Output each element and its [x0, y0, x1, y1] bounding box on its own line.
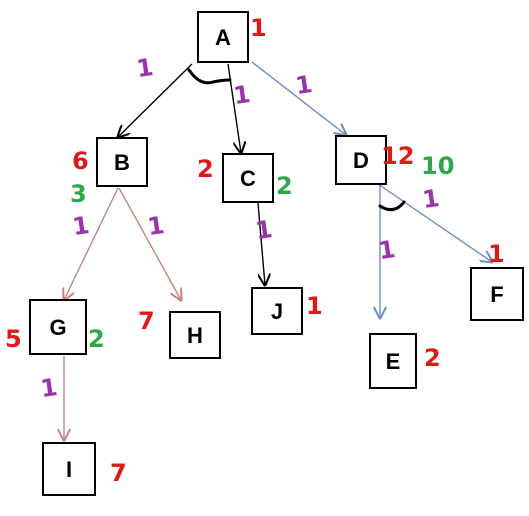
node-label-i: I	[66, 457, 72, 482]
node-box-f	[470, 267, 524, 321]
node-box-i	[42, 442, 96, 496]
and-arc-d	[378, 200, 406, 212]
cost-green-c: 2	[276, 172, 293, 200]
node-box-h	[169, 311, 221, 359]
node-label-e: E	[386, 349, 401, 374]
node-label-a: A	[215, 25, 231, 50]
cost-red-c: 2	[197, 155, 214, 183]
node-label-c: C	[240, 166, 256, 191]
cost-red-b: 6	[72, 147, 89, 175]
node-a: A	[197, 11, 249, 63]
edge-weight-c-j: 1	[254, 215, 274, 245]
node-box-j	[251, 287, 303, 335]
node-box-b	[96, 137, 148, 187]
edge-weight-a-c: 1	[232, 80, 252, 110]
node-box-a	[197, 11, 249, 63]
edge-weight-d-f: 1	[421, 184, 441, 214]
edge-weight-b-g: 1	[71, 211, 91, 241]
nodes-layer: A B C D G H J E F I	[29, 11, 524, 496]
node-label-j: J	[271, 299, 283, 324]
node-i: I	[42, 442, 96, 496]
node-label-b: B	[114, 150, 130, 175]
cost-red-i: 7	[110, 459, 127, 487]
node-box-c	[222, 153, 274, 203]
edge-c-j	[257, 202, 265, 285]
edge-weight-a-b: 1	[135, 53, 155, 83]
node-c: C	[222, 153, 274, 203]
node-d: D	[335, 135, 387, 185]
edge-weight-b-h: 1	[146, 211, 166, 241]
node-label-d: D	[353, 148, 369, 173]
node-j: J	[251, 287, 303, 335]
edge-weight-a-d: 1	[294, 70, 314, 100]
node-f: F	[470, 267, 524, 321]
cost-red-h: 7	[138, 307, 155, 335]
cost-red-g: 5	[5, 325, 22, 353]
node-label-f: F	[490, 282, 503, 307]
and-arc-a	[187, 68, 232, 85]
cost-red-d: 12	[381, 142, 414, 170]
edge-b-g	[64, 187, 119, 300]
node-e: E	[369, 333, 417, 389]
cost-red-e: 2	[424, 344, 441, 372]
cost-green-d: 10	[421, 152, 454, 180]
cost-red-a: 1	[250, 14, 267, 42]
node-box-d	[335, 135, 387, 185]
cost-red-f: 1	[488, 240, 505, 268]
edge-d-f	[377, 183, 492, 262]
edge-weight-d-e: 1	[377, 235, 397, 265]
edge-a-b	[118, 63, 193, 137]
and-arcs-layer	[187, 68, 406, 212]
cost-red-j: 1	[306, 292, 323, 320]
edge-weight-g-i: 1	[39, 373, 59, 403]
node-g: G	[29, 299, 87, 355]
edge-a-d	[251, 61, 346, 135]
node-box-g	[29, 299, 87, 355]
cost-green-g: 2	[88, 325, 105, 353]
cost-green-b: 3	[70, 180, 87, 208]
node-label-h: H	[187, 323, 203, 348]
edge-b-h	[118, 187, 181, 300]
node-h: H	[169, 311, 221, 359]
edges-layer	[64, 61, 492, 440]
node-b: B	[96, 137, 148, 187]
node-label-g: G	[49, 315, 66, 340]
node-box-e	[369, 333, 417, 389]
